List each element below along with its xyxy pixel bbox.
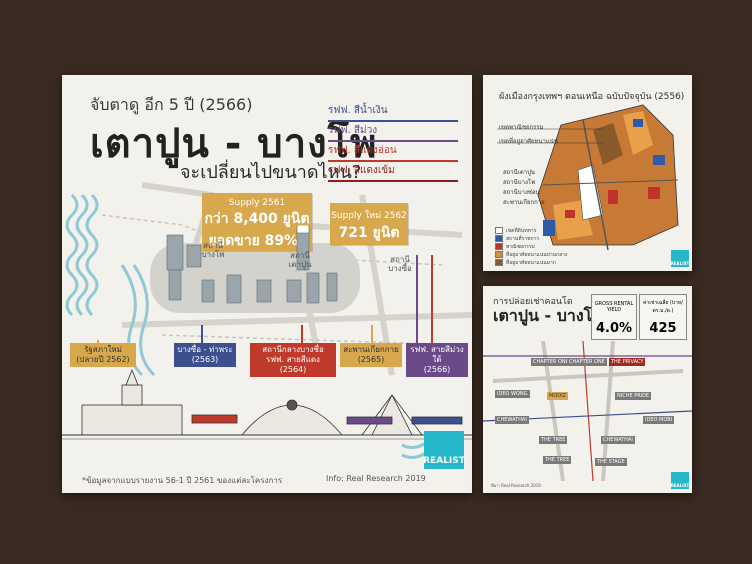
footnote: *ข้อมูลจากแบบรายงาน 56-1 ปี 2561 ของแต่ล… bbox=[82, 476, 283, 485]
milestone-purple-south: รฟฟ. สายสีม่วงใต้ (2566) bbox=[406, 343, 468, 377]
station-label-bangpho: สถานี บางโพ bbox=[201, 241, 225, 259]
skyline-illustration bbox=[62, 368, 472, 440]
main-subtitle: จับตาดู อีก 5 ปี (2566) bbox=[90, 95, 253, 114]
project-chewathai-1: CHEWATHAI bbox=[495, 416, 529, 424]
yield-label: GROSS RENTAL YIELD bbox=[594, 301, 634, 313]
station-label-bangsue: สถานี บางซื่อ bbox=[388, 255, 412, 273]
rent-title-small: การปล่อยเช่าคอนโด bbox=[493, 297, 573, 307]
map-label-dense-residential: เขตที่อยู่อาศัยหนาแน่น bbox=[499, 138, 558, 145]
map-title: ผังเมืองกรุงเทพฯ ตอนเหนือ ฉบับปัจจุบัน (… bbox=[499, 92, 685, 102]
supply-new-2562-callout: Supply ใหม่ 2562 721 ยูนิต bbox=[330, 203, 408, 245]
legend-line bbox=[328, 160, 458, 162]
avg-rent-box: ค่าเช่าเฉลี่ย (บาท/ตร.ม./ด.) 425 bbox=[639, 294, 687, 340]
milestone-kiakkai-bridge: สะพานเกียกกาย (2565) bbox=[340, 343, 402, 367]
map-legend-military: เขตที่ดินทหาร bbox=[495, 227, 536, 235]
rental-card: การปล่อยเช่าคอนโด เตาปูน - บางโพ GROSS R… bbox=[483, 286, 692, 493]
brand-logo: REALIST bbox=[423, 431, 465, 469]
map-label-commercial: เขตพาณิชยกรรม bbox=[499, 124, 544, 131]
legend-label: รฟฟ. สีแดงเข้ม bbox=[328, 165, 395, 176]
legend-swatch bbox=[495, 243, 503, 250]
project-the-privacy: THE PRIVACY bbox=[609, 358, 646, 366]
brand-logo: REALIST bbox=[671, 250, 689, 267]
main-infographic-card: จับตาดู อีก 5 ปี (2566) เตาปูน - บางโพ จ… bbox=[62, 75, 472, 493]
rent-title-large: เตาปูน - บางโพ bbox=[493, 306, 603, 325]
milestone-bangsue-thapra: บางซื่อ - ท่าพระ (2563) bbox=[174, 343, 236, 367]
legend-line bbox=[328, 180, 458, 182]
map-legend-commercial: พาณิชยกรรม bbox=[495, 243, 535, 251]
rent-source: ที่มา: Real Research 2019 bbox=[491, 483, 541, 488]
project-ideo-mobi: IDEO MOBI bbox=[643, 416, 675, 424]
project-the-stage: THE STAGE bbox=[595, 458, 627, 466]
project-niche-pride: NICHE PRIDE bbox=[615, 392, 652, 400]
map-legend-high-density: ที่อยู่อาศัยหนาแน่นมาก bbox=[495, 259, 556, 267]
project-chewathai-2: CHEWATHAI bbox=[601, 436, 635, 444]
legend-line bbox=[328, 140, 458, 142]
legend-item-blue: รฟฟ. สีน้ำเงิน bbox=[328, 103, 458, 122]
milestone-parliament: รัฐสภาใหม่ (ปลายปี 2562) bbox=[70, 343, 136, 367]
legend-line bbox=[328, 120, 458, 122]
rent-value: 425 bbox=[649, 321, 677, 336]
zoning-map bbox=[497, 104, 679, 251]
project-modiz: MODIZ bbox=[547, 392, 568, 400]
legend-swatch bbox=[495, 259, 503, 266]
main-question: จะเปลี่ยนไปขนาดไหน? bbox=[180, 162, 362, 183]
legend-swatch bbox=[495, 227, 503, 234]
map-label-kiakkai: สะพานเกียกกาย bbox=[503, 199, 545, 206]
info-source: Info: Real Research 2019 bbox=[326, 474, 426, 483]
zoning-map-card: ผังเมืองกรุงเทพฯ ตอนเหนือ ฉบับปัจจุบัน (… bbox=[483, 75, 692, 271]
station-label-taopoon: สถานี เตาปูน bbox=[288, 251, 312, 269]
condo-buildings-illustration bbox=[166, 225, 338, 304]
legend-label: รฟฟ. สีม่วง bbox=[328, 125, 378, 136]
project-ideo-wong: IDEO WONG bbox=[495, 390, 530, 398]
legend-item-light-red: รฟฟ. สีแดงอ่อน bbox=[328, 143, 458, 162]
brand-logo: REALIST bbox=[671, 472, 689, 489]
callout-heading: Supply 2561 bbox=[228, 198, 286, 208]
legend-label: รฟฟ. สีแดงอ่อน bbox=[328, 145, 397, 156]
legend-item-purple: รฟฟ. สีม่วง bbox=[328, 123, 458, 142]
callout-sales: ยอดขาย 89%* bbox=[208, 233, 306, 249]
map-legend-medium-density: ที่อยู่อาศัยหนาแน่นปานกลาง bbox=[495, 251, 567, 259]
gross-yield-box: GROSS RENTAL YIELD 4.0% bbox=[591, 294, 637, 340]
project-the-tree-2: THE TREE bbox=[543, 456, 572, 464]
callout-units: กว่า 8,400 ยูนิต bbox=[204, 211, 310, 227]
legend-label: รฟฟ. สีน้ำเงิน bbox=[328, 105, 388, 116]
map-label-bangpho: สถานีบางโพ bbox=[503, 179, 536, 186]
yield-value: 4.0% bbox=[595, 321, 633, 336]
project-chapter-one-2: CHAPTER ONE bbox=[567, 358, 607, 366]
legend-item-dark-red: รฟฟ. สีแดงเข้ม bbox=[328, 163, 458, 182]
map-legend-government: สถานที่ราชการ bbox=[495, 235, 539, 243]
legend-swatch bbox=[495, 235, 503, 242]
main-title: เตาปูน - บางโพ bbox=[90, 121, 378, 167]
legend-swatch bbox=[495, 251, 503, 258]
map-label-bangson: สถานีบางซ่อน bbox=[503, 189, 540, 196]
rent-label: ค่าเช่าเฉลี่ย (บาท/ตร.ม./ด.) bbox=[643, 300, 683, 314]
milestone-bangsue-central: สถานีกลางบางซื่อ รฟฟ. สายสีแดง (2564) bbox=[250, 343, 336, 377]
project-the-tree-1: THE TREE bbox=[539, 436, 568, 444]
project-chapter-one-1: CHAPTER ONE bbox=[531, 358, 571, 366]
map-label-taopoon: สถานีเตาปูน bbox=[503, 169, 535, 176]
callout-heading: Supply ใหม่ 2562 bbox=[331, 211, 407, 221]
callout-units: 721 ยูนิต bbox=[338, 225, 400, 241]
supply-2561-callout: Supply 2561 กว่า 8,400 ยูนิต ยอดขาย 89%* bbox=[202, 193, 312, 251]
